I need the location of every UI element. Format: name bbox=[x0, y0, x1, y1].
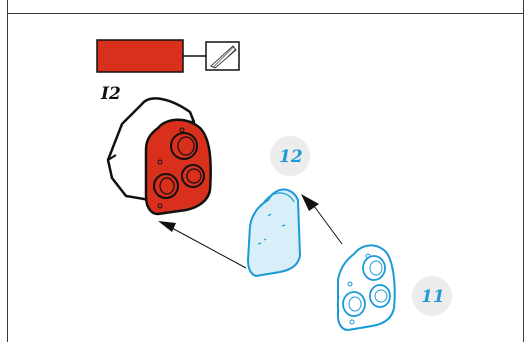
gasket-mark-1 bbox=[267, 213, 272, 217]
arrow-to-gasket-head bbox=[301, 194, 319, 211]
arrow-to-housing-head bbox=[158, 221, 176, 232]
gasket-mark-3 bbox=[257, 242, 262, 245]
plate-hole-right bbox=[369, 284, 391, 308]
plate-hole-top-inner bbox=[369, 260, 383, 276]
housing-hole-top-inner bbox=[177, 136, 195, 156]
red-housing-part bbox=[106, 97, 212, 216]
gasket-mark-4 bbox=[263, 238, 267, 241]
material-legend bbox=[96, 39, 240, 73]
plate-screw-2 bbox=[365, 253, 371, 259]
housing-screw-3 bbox=[157, 203, 163, 209]
plate-hole-top bbox=[362, 255, 386, 281]
plate-hole-bottom-inner bbox=[348, 296, 362, 312]
part-label-black: I2 bbox=[100, 84, 121, 104]
cap-edge bbox=[106, 154, 127, 197]
assembly-arrows bbox=[158, 194, 343, 269]
callout-label-12: 12 bbox=[279, 147, 303, 167]
top-border bbox=[0, 0, 531, 14]
plate-part-11 bbox=[337, 244, 396, 331]
callout-label-11: 11 bbox=[421, 287, 445, 307]
housing-hole-top bbox=[170, 132, 198, 160]
arrow-to-gasket bbox=[313, 205, 343, 245]
plate-screw-1 bbox=[347, 281, 353, 287]
red-swatch bbox=[96, 39, 184, 73]
hatch-fill bbox=[210, 45, 237, 69]
housing-hole-right-inner bbox=[186, 168, 202, 184]
housing-screw-1 bbox=[157, 159, 163, 165]
housing-hole-bottom-inner bbox=[159, 177, 175, 195]
plate-hole-right-inner bbox=[374, 289, 388, 303]
gasket-mark-2 bbox=[281, 224, 286, 227]
arrow-to-housing bbox=[171, 227, 247, 269]
callout-badge-11 bbox=[412, 276, 452, 316]
plate-hole-bottom bbox=[342, 291, 366, 317]
right-border bbox=[523, 0, 531, 342]
plate-body bbox=[337, 244, 396, 331]
callout-badge-12 bbox=[270, 136, 310, 176]
gasket-edge bbox=[263, 192, 295, 203]
housing-screw-2 bbox=[179, 127, 185, 133]
plate-screw-3 bbox=[349, 319, 355, 325]
gasket-part-12 bbox=[247, 188, 301, 277]
left-border bbox=[0, 0, 8, 342]
gasket-body bbox=[247, 188, 301, 277]
